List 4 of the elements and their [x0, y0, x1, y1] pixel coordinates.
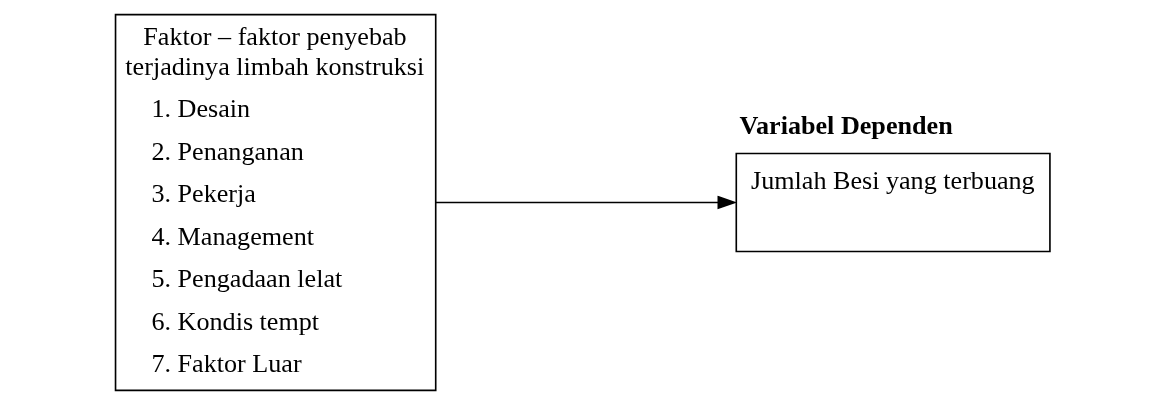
arrow [434, 195, 737, 210]
node-box: Jumlah Besi yang terbuang [734, 152, 1051, 253]
node-box: Faktor – faktor penyebab terjadinya limbah konstruksi 1. Desain 2. Penanganan 3. Pekerja 4. Management 5. Pengadaan lelat 6. Kondis tempt 7. Faktor Luar [114, 13, 437, 392]
node-label: Variabel Dependen [739, 110, 953, 140]
